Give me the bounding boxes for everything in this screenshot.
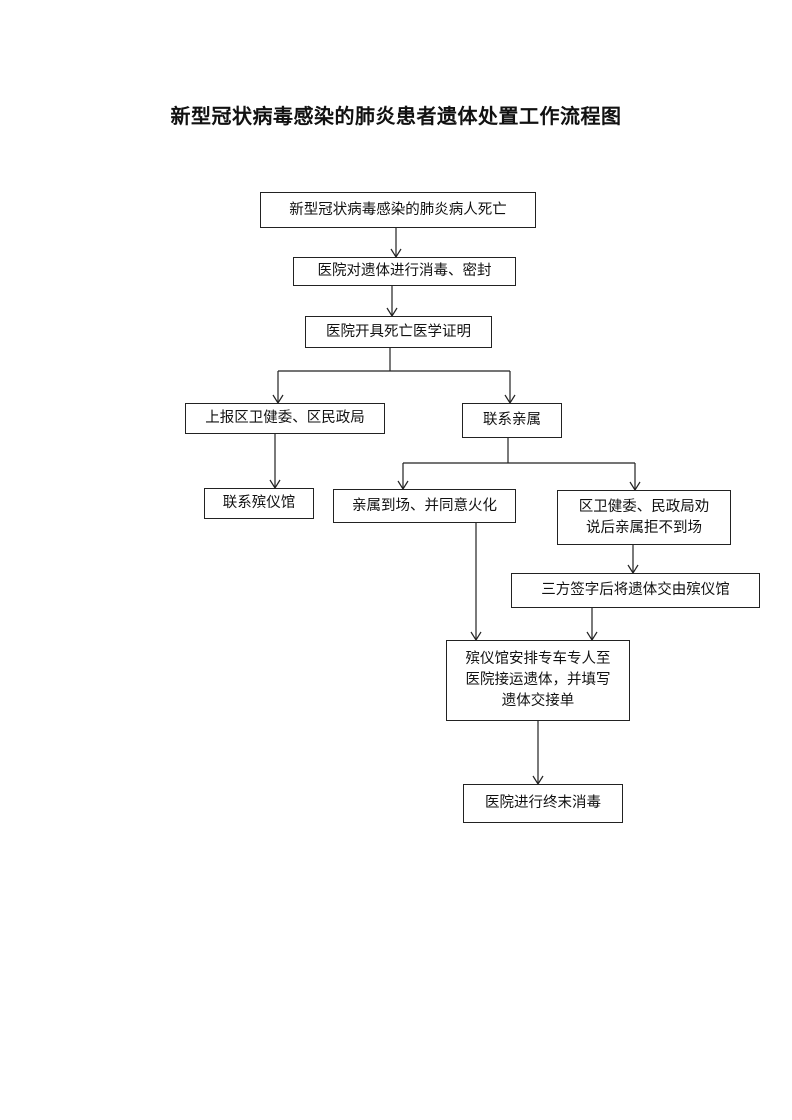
node-transport-line2: 医院接运遗体，并填写	[465, 672, 611, 688]
node-death-label: 新型冠状病毒感染的肺炎病人死亡	[289, 201, 507, 218]
node-disinfect-seal-label: 医院对遗体进行消毒、密封	[317, 263, 492, 279]
node-transport: 殡仪馆安排专车专人至 医院接运遗体，并填写 遗体交接单	[446, 640, 630, 721]
node-relatives-agree: 亲属到场、并同意火化	[333, 489, 516, 523]
node-relatives-agree-label: 亲属到场、并同意火化	[352, 497, 497, 514]
node-tripartite-sign-label: 三方签字后将遗体交由殡仪馆	[541, 582, 730, 598]
node-contact-relatives: 联系亲属	[462, 403, 562, 438]
node-death: 新型冠状病毒感染的肺炎病人死亡	[260, 192, 536, 228]
node-tripartite-sign: 三方签字后将遗体交由殡仪馆	[511, 573, 760, 608]
node-report: 上报区卫健委、区民政局	[185, 403, 385, 434]
node-contact-funeral-home-label: 联系殡仪馆	[222, 495, 296, 511]
node-persuade-line2: 说后亲属拒不到场	[586, 519, 702, 536]
page-title: 新型冠状病毒感染的肺炎患者遗体处置工作流程图	[170, 104, 622, 128]
node-contact-relatives-label: 联系亲属	[483, 412, 541, 428]
node-persuade: 区卫健委、民政局劝 说后亲属拒不到场	[557, 490, 731, 545]
node-report-label: 上报区卫健委、区民政局	[205, 410, 365, 426]
node-transport-line1: 殡仪馆安排专车专人至	[465, 651, 611, 667]
node-transport-line3: 遗体交接单	[501, 693, 575, 709]
node-disinfect-seal: 医院对遗体进行消毒、密封	[293, 257, 516, 286]
node-persuade-line1: 区卫健委、民政局劝	[578, 498, 710, 515]
node-contact-funeral-home: 联系殡仪馆	[204, 488, 314, 519]
node-death-certificate: 医院开具死亡医学证明	[305, 316, 492, 348]
node-death-certificate-label: 医院开具死亡医学证明	[326, 323, 471, 340]
node-final-disinfect-label: 医院进行终末消毒	[485, 795, 601, 811]
node-final-disinfect: 医院进行终末消毒	[463, 784, 623, 823]
